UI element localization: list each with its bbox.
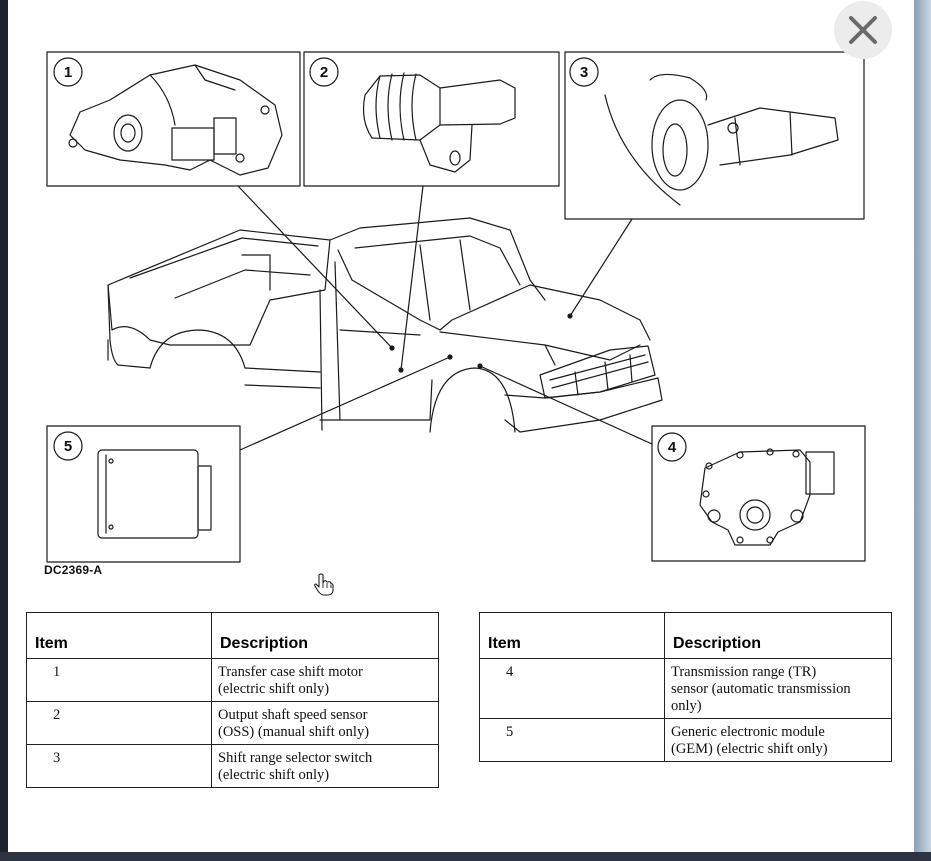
truck-sensor-illustration: 1 2 3 4 5 — [46, 51, 866, 563]
callout-circle-2 — [309, 57, 339, 87]
inset-box-1 — [46, 51, 301, 187]
description-line: (electric shift only) — [218, 767, 330, 783]
tr-sensor-drawing — [699, 448, 835, 546]
description-line: Output shaft speed sensor — [218, 707, 368, 723]
column-header-item: Item — [479, 612, 665, 659]
callout-label-4: 4 — [668, 439, 677, 456]
item-number: 3 — [26, 744, 212, 788]
item-description: Output shaft speed sensor (OSS) (manual … — [211, 701, 439, 745]
description-line: sensor (automatic transmission — [671, 681, 851, 697]
inset-box-3 — [564, 51, 865, 220]
callout-label-5: 5 — [64, 438, 72, 455]
item-table-left: Item Description 1 Transfer case shift m… — [26, 612, 439, 788]
callout-circle-3 — [569, 57, 599, 87]
description-line: only) — [671, 698, 702, 714]
column-header-description: Description — [664, 612, 892, 659]
table-header-row: Item Description — [479, 612, 892, 659]
item-number: 5 — [479, 718, 665, 762]
column-header-description: Description — [211, 612, 439, 659]
item-description: Generic electronic module (GEM) (electri… — [664, 718, 892, 762]
callout-circle-1 — [53, 57, 83, 87]
viewer-bottom-bar — [0, 852, 931, 861]
hand-pointer-icon — [313, 573, 335, 602]
item-number: 4 — [479, 658, 665, 719]
item-description: Transfer case shift motor (electric shif… — [211, 658, 439, 702]
range-selector-drawing — [604, 73, 839, 206]
pickup-truck-drawing — [107, 217, 663, 433]
close-button[interactable] — [834, 1, 892, 59]
table-row: 4 Transmission range (TR) sensor (automa… — [479, 658, 892, 719]
item-number: 1 — [26, 658, 212, 702]
description-line: Shift range selector switch — [218, 750, 373, 766]
callout-circle-4 — [657, 432, 687, 462]
table-row: 3 Shift range selector switch (electric … — [26, 744, 439, 788]
description-line: (GEM) (electric shift only) — [671, 741, 828, 757]
gem-module-drawing — [97, 449, 212, 539]
inset-box-5 — [46, 425, 241, 563]
item-table-right: Item Description 4 Transmission range (T… — [479, 612, 892, 762]
table-row: 5 Generic electronic module (GEM) (elect… — [479, 718, 892, 762]
table-header-row: Item Description — [26, 612, 439, 659]
transfer-case-motor-drawing — [68, 64, 283, 176]
description-line: Generic electronic module — [671, 724, 825, 740]
leader-lines — [237, 185, 653, 451]
item-number: 2 — [26, 701, 212, 745]
table-row: 2 Output shaft speed sensor (OSS) (manua… — [26, 701, 439, 745]
item-description: Transmission range (TR) sensor (automati… — [664, 658, 892, 719]
callout-circle-5 — [53, 431, 83, 461]
close-icon — [849, 16, 877, 44]
table-row: 1 Transfer case shift motor (electric sh… — [26, 658, 439, 702]
callout-label-1: 1 — [64, 64, 72, 81]
column-header-item: Item — [26, 612, 212, 659]
callout-label-2: 2 — [320, 64, 328, 81]
item-description: Shift range selector switch (electric sh… — [211, 744, 439, 788]
figure-code: DC2369-A — [44, 563, 103, 577]
description-line: Transmission range (TR) — [671, 664, 817, 680]
description-line: Transfer case shift motor — [218, 664, 363, 680]
description-line: (electric shift only) — [218, 681, 330, 697]
speed-sensor-drawing — [362, 72, 516, 173]
inset-box-2 — [303, 51, 560, 187]
callout-label-3: 3 — [580, 64, 588, 81]
description-line: (OSS) (manual shift only) — [218, 724, 370, 740]
inset-box-4 — [651, 425, 866, 562]
